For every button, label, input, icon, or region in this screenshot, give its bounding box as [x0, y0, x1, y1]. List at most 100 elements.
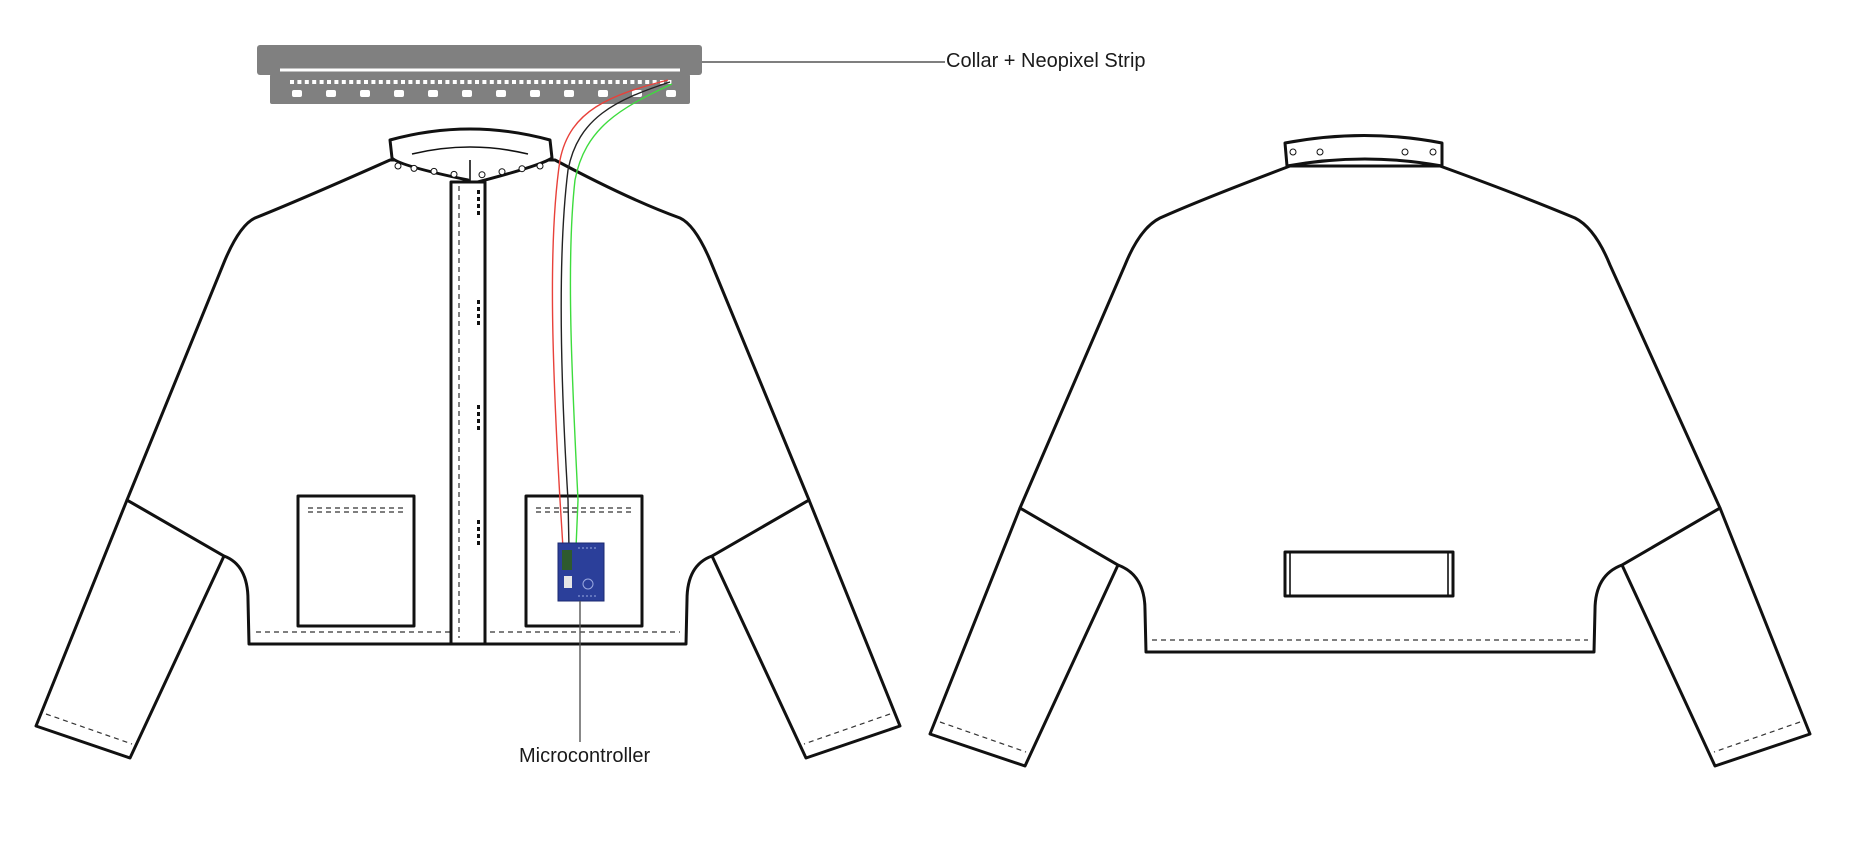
- placket-buttonhole: [477, 307, 480, 311]
- neopixel-dot: [489, 80, 494, 84]
- neopixel-dot: [386, 80, 391, 84]
- placket-buttonhole: [477, 412, 480, 416]
- jacket-front: [34, 127, 902, 760]
- back-collar-snap: [1316, 148, 1324, 156]
- neopixel-dot: [408, 80, 413, 84]
- neopixel-led: [394, 90, 404, 97]
- collar-snap: [536, 162, 544, 170]
- neopixel-dot: [482, 80, 487, 84]
- back-collar-snap-row: [1289, 148, 1437, 156]
- collar-snap: [450, 170, 458, 178]
- neopixel-dot: [364, 80, 368, 84]
- collar-neopixel-strip: [257, 45, 702, 104]
- placket-buttonhole: [477, 541, 480, 545]
- microcontroller-label: Microcontroller: [519, 745, 651, 767]
- neopixel-dot: [445, 80, 450, 84]
- neopixel-dot: [652, 80, 657, 84]
- collar-snap: [478, 171, 486, 179]
- neopixel-dot: [349, 80, 354, 84]
- placket-buttonhole: [477, 211, 480, 215]
- front-left-pocket: [296, 494, 416, 628]
- back-collar-snap: [1401, 148, 1409, 156]
- neopixel-dot: [371, 80, 376, 84]
- placket-buttonhole: [477, 419, 480, 423]
- collar-snap: [498, 168, 506, 176]
- placket-buttonhole: [477, 321, 480, 325]
- neopixel-dot: [438, 80, 442, 84]
- placket-buttonhole: [477, 314, 480, 318]
- neopixel-dot: [637, 80, 642, 84]
- neopixel-dot: [497, 80, 502, 84]
- neopixel-dot: [586, 80, 590, 84]
- neopixel-dot: [401, 80, 405, 84]
- placket-buttonholes: [477, 190, 480, 545]
- neopixel-led: [564, 90, 574, 97]
- neopixel-dot: [534, 80, 539, 84]
- neopixel-led-row: [290, 80, 672, 84]
- placket-buttonhole: [477, 520, 480, 524]
- neopixel-dot: [341, 80, 346, 84]
- placket-buttonhole: [477, 426, 480, 430]
- neopixel-dot: [578, 80, 583, 84]
- neopixel-dot: [319, 80, 324, 84]
- neopixel-dot: [593, 80, 598, 84]
- neopixel-dot: [304, 80, 309, 84]
- neopixel-led: [598, 90, 608, 97]
- neopixel-dot: [415, 80, 420, 84]
- placket-buttonhole: [477, 300, 480, 304]
- collar-snap-row: [394, 162, 544, 179]
- collar-snap: [394, 162, 402, 170]
- neopixel-led: [496, 90, 506, 97]
- neopixel-led: [428, 90, 438, 97]
- neopixel-wires: [551, 79, 673, 549]
- collar-snap: [518, 165, 526, 173]
- neopixel-led: [666, 90, 676, 97]
- neopixel-dot: [290, 80, 294, 84]
- collar-snap: [410, 164, 418, 172]
- neopixel-dot: [297, 80, 302, 84]
- neopixel-dot: [504, 80, 509, 84]
- back-collar: [1283, 134, 1444, 168]
- neopixel-dot: [356, 80, 361, 84]
- microcontroller-board: [557, 542, 605, 602]
- neopixel-dot: [608, 80, 613, 84]
- neopixel-dot: [452, 80, 457, 84]
- neopixel-led-large-row: [292, 90, 676, 97]
- neopixel-led: [360, 90, 370, 97]
- neopixel-led: [462, 90, 472, 97]
- neopixel-dot: [526, 80, 531, 84]
- neopixel-dot: [423, 80, 428, 84]
- placket-buttonhole: [477, 405, 480, 409]
- neopixel-dot: [623, 80, 627, 84]
- neopixel-dot: [467, 80, 472, 84]
- neopixel-dot: [645, 80, 650, 84]
- neopixel-dot: [460, 80, 465, 84]
- neopixel-dot: [541, 80, 546, 84]
- jacket-back: [928, 134, 1812, 768]
- neopixel-dot: [556, 80, 561, 84]
- collar-snap: [430, 167, 438, 175]
- placket-buttonhole: [477, 204, 480, 208]
- back-belt-tab: [1283, 550, 1455, 598]
- placket-buttonhole: [477, 190, 480, 194]
- neopixel-dot: [334, 80, 339, 84]
- neopixel-led: [292, 90, 302, 97]
- neopixel-dot: [393, 80, 398, 84]
- neopixel-dot: [571, 80, 576, 84]
- neopixel-dot: [327, 80, 331, 84]
- neopixel-dot: [475, 80, 479, 84]
- front-collar: [388, 127, 554, 186]
- back-collar-snap: [1429, 148, 1437, 156]
- neopixel-dot: [549, 80, 553, 84]
- back-collar-snap: [1289, 148, 1297, 156]
- neopixel-dot: [519, 80, 524, 84]
- placket-buttonhole: [477, 534, 480, 538]
- neopixel-led: [326, 90, 336, 97]
- back-body: [1018, 164, 1722, 654]
- neopixel-dot: [600, 80, 605, 84]
- neopixel-dot: [630, 80, 635, 84]
- neopixel-dot: [615, 80, 620, 84]
- placket-buttonhole: [477, 527, 480, 531]
- neopixel-dot: [312, 80, 317, 84]
